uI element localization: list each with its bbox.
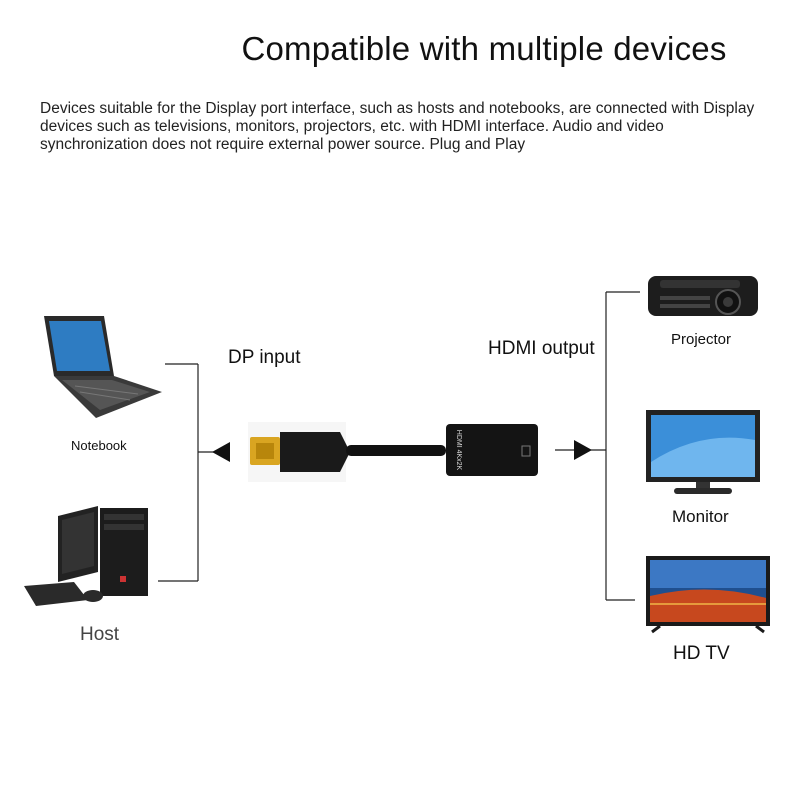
host-label: Host bbox=[80, 624, 120, 645]
description-text: Devices suitable for the Display port in… bbox=[40, 100, 755, 153]
page-title: Compatible with multiple devices bbox=[241, 30, 727, 67]
adapter-text: HDMI 4Kx2K bbox=[455, 430, 462, 471]
arrow-right-icon bbox=[574, 440, 592, 460]
adapter-cable-icon: HDMI 4Kx2K bbox=[248, 422, 538, 482]
hdmi-output-label: HDMI output bbox=[488, 338, 595, 359]
desktop-computer-icon bbox=[24, 506, 148, 606]
tv-icon bbox=[646, 556, 770, 634]
projector-label: Projector bbox=[671, 331, 732, 348]
projector-icon bbox=[648, 276, 758, 316]
hd-tv-label: HD TV bbox=[673, 643, 730, 664]
monitor-icon bbox=[646, 410, 760, 494]
laptop-icon bbox=[44, 316, 162, 418]
monitor-label: Monitor bbox=[672, 507, 729, 526]
arrow-left-icon bbox=[212, 442, 230, 462]
notebook-label: Notebook bbox=[71, 438, 127, 453]
dp-input-label: DP input bbox=[228, 347, 301, 368]
source-bracket bbox=[158, 363, 230, 582]
